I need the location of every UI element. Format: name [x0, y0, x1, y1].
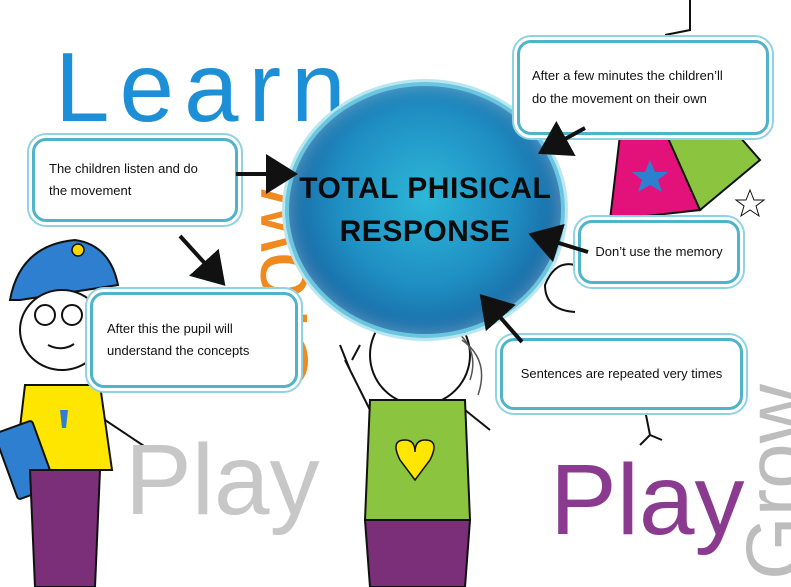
own-box-line-1: After a few minutes the children’ll — [532, 68, 723, 84]
center-title-line-3: RESPONSE — [339, 215, 511, 248]
grow-background-word-right: Grow — [730, 384, 791, 580]
dont-use-memory-box: Don’t use the memory — [578, 220, 740, 284]
understand-box-line-1: After this the pupil will — [107, 320, 233, 336]
listen-box-line-2: the movement — [49, 183, 132, 198]
movement-on-own-box: After a few minutes the children’ll do t… — [517, 40, 769, 135]
play-background-word-left: Play — [125, 424, 320, 536]
learn-background-word: Learn — [55, 32, 356, 142]
kid-with-heart-illustration — [339, 304, 491, 587]
kid-with-cap-illustration — [0, 238, 151, 587]
sentences-repeated-box: Sentences are repeated very times — [500, 338, 743, 410]
understand-box-line-2: understand the concepts — [107, 343, 250, 358]
listen-and-do-box: The children listen and do the movement — [32, 138, 238, 222]
center-title-line-1: TOTAL — [299, 171, 399, 205]
own-box-line-2: do the movement on their own — [532, 90, 707, 106]
center-title-line-2: PHISICAL — [407, 171, 551, 205]
listen-box-line-1: The children listen and do — [49, 160, 198, 176]
memory-box-text: Don’t use the memory — [595, 243, 723, 259]
repeated-box-text: Sentences are repeated very times — [520, 365, 723, 381]
understand-concepts-box: After this the pupil will understand the… — [90, 292, 298, 388]
play-background-word-right: Play — [550, 444, 745, 556]
